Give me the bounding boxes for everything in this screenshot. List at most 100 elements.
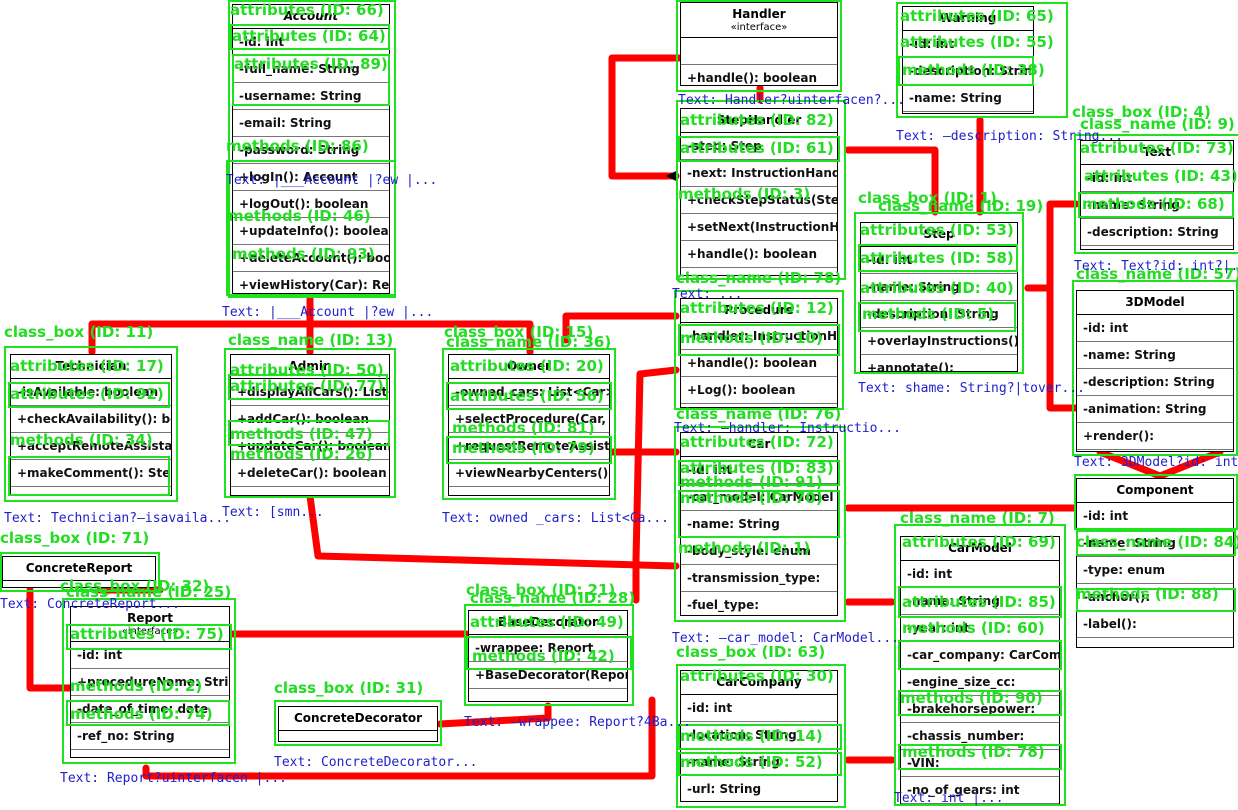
attribute-row: -year: int bbox=[901, 615, 1059, 642]
class-concretereport[interactable]: ConcreteReport bbox=[2, 556, 156, 588]
class-name: Technician bbox=[11, 355, 171, 379]
method-row: +setNext(InstructionHan bbox=[681, 214, 837, 241]
method-row: +updateInfo(): boolean bbox=[233, 218, 389, 245]
attribute-row: -name: String bbox=[901, 588, 1059, 615]
class-basedecorator[interactable]: BaseDecorator-wrappee: Report+BaseDecora… bbox=[468, 610, 628, 702]
class-members: -id: int-name: String-description: Strin… bbox=[861, 247, 1017, 371]
method-row: +annotate(): bbox=[861, 355, 1017, 371]
attribute-row: -name: String bbox=[681, 511, 837, 538]
class-name: 3DModel bbox=[1077, 291, 1233, 315]
ocr-text-label: Text: int |... bbox=[894, 791, 1004, 806]
connector-step-text bbox=[1024, 200, 1080, 292]
method-row: +deleteAccount(): boolean bbox=[233, 245, 389, 272]
attribute-row: -date_of_time: date bbox=[71, 696, 229, 723]
class-members: -id: int-description: String-name: Strin… bbox=[903, 31, 1033, 112]
class-title: Procedure bbox=[724, 303, 794, 317]
class-account[interactable]: Account -id: int-full_name: String-userna… bbox=[232, 4, 390, 294]
class-title: Handler bbox=[732, 7, 786, 21]
ocr-text-label: Text: —car_model: CarModel... bbox=[672, 631, 899, 646]
attribute-row: -owned_cars: List<Car> bbox=[449, 379, 609, 406]
class-name: Car bbox=[681, 433, 837, 457]
class-members: +displayAllCars(): List<C+addCar(): bool… bbox=[231, 379, 389, 487]
class-technician[interactable]: Technician-isAvailable: boolean+checkAva… bbox=[10, 354, 172, 496]
attribute-row: -no_of_gears: int bbox=[901, 777, 1059, 804]
connector-handler-stephandler bbox=[608, 54, 684, 180]
class-name: Component bbox=[1077, 479, 1233, 503]
attribute-row: -handler: InstructionHan bbox=[681, 323, 837, 350]
connector-account-owner bbox=[306, 320, 534, 356]
method-row: +deleteCar(): boolean bbox=[231, 460, 389, 487]
method-row: +procedureName: String bbox=[71, 669, 229, 696]
class-component[interactable]: Component -id: int-name: String-type: enu… bbox=[1076, 478, 1234, 648]
class-members: -id: int+procedureName: String-date_of_t… bbox=[71, 642, 229, 750]
class-name: Procedure bbox=[681, 299, 837, 323]
attribute-row: -id: int bbox=[681, 695, 837, 722]
attribute-row: -fuel_type: bbox=[681, 592, 837, 615]
arrowhead-stephandler bbox=[666, 171, 676, 181]
class-members: -owned_cars: List<Car>+selectProcedure(C… bbox=[449, 379, 609, 487]
class-carmodel[interactable]: CarModel -id: int-name: String-year: int -… bbox=[900, 536, 1060, 806]
attribute-row: -body_style: enum bbox=[681, 538, 837, 565]
class-name: Text bbox=[1081, 141, 1233, 165]
class-warning[interactable]: Warning-id: int-description: String-name… bbox=[902, 6, 1034, 114]
attribute-row: -name: String bbox=[1081, 192, 1233, 219]
class-name: CarModel bbox=[901, 537, 1059, 561]
attribute-row: -url: String bbox=[681, 776, 837, 801]
class-name: Step bbox=[861, 223, 1017, 247]
attribute-row: -id: int bbox=[903, 31, 1033, 58]
class-name: Admin bbox=[231, 355, 389, 379]
class-members: -isAvailable: boolean+checkAvailability(… bbox=[11, 379, 171, 487]
class-title: CarModel bbox=[948, 541, 1012, 555]
class-report[interactable]: Report«interface»-id: int+procedureName:… bbox=[70, 606, 230, 758]
class-members: -id: int-name: String-type: enum-anchor(… bbox=[1077, 503, 1233, 638]
class-concretedecorator[interactable]: ConcreteDecorator bbox=[278, 706, 438, 742]
class-car[interactable]: Car-id: int-car_model: CarModel-name: St… bbox=[680, 432, 838, 616]
class-handler[interactable]: Handler«interface»+handle(): boolean bbox=[680, 2, 838, 86]
ocr-text-label: Text: Text?id: int?|... bbox=[1074, 259, 1238, 274]
class-members: -id: int-full_name: String-username: Str… bbox=[233, 29, 389, 293]
class-name: BaseDecorator bbox=[469, 611, 627, 635]
class-admin[interactable]: Admin+displayAllCars(): List<C+addCar():… bbox=[230, 354, 390, 496]
attribute-row: -next: InstructionHandler bbox=[681, 160, 837, 187]
attribute-row: -name: String bbox=[681, 749, 837, 776]
attribute-row: -full_name: String bbox=[233, 56, 389, 83]
class-members: -id: int-car_model: CarModel-name: Strin… bbox=[681, 457, 837, 615]
class-name: ConcreteDecorator bbox=[279, 707, 437, 731]
method-row: +displayAllCars(): List<C bbox=[231, 379, 389, 406]
class-procedure[interactable]: Procedure-handler: InstructionHan+handle… bbox=[680, 298, 838, 408]
class-title: BaseDecorator bbox=[498, 615, 598, 629]
attribute-row: -chassis_number: bbox=[901, 723, 1059, 750]
attribute-row: -VIN: bbox=[901, 750, 1059, 777]
class-title: Component bbox=[1116, 483, 1194, 497]
method-row: +checkStepStatus(Step) bbox=[681, 187, 837, 214]
method-row: +viewHistory(Car): Repo bbox=[233, 272, 389, 293]
class-stereotype: «interface» bbox=[121, 626, 179, 637]
attribute-row: -type: enum bbox=[1077, 557, 1233, 584]
connector-step-3dmodel bbox=[1024, 284, 1080, 412]
attribute-row: -id: int bbox=[71, 642, 229, 669]
method-row: +handle(): boolean bbox=[681, 241, 837, 268]
class-step[interactable]: Step-id: int-name: String-description: S… bbox=[860, 222, 1018, 372]
class-3dmodel[interactable]: 3DModel-id: int-name: String-description… bbox=[1076, 290, 1234, 452]
attribute-row: -id: int bbox=[1081, 165, 1233, 192]
class-name: CarCompany bbox=[681, 671, 837, 695]
ocr-text-label: Text: —description: String... bbox=[896, 129, 1123, 144]
attribute-row: -description: String bbox=[861, 301, 1017, 328]
method-row: +selectProcedure(Car, P bbox=[449, 406, 609, 433]
connector-owner-procedure bbox=[562, 312, 680, 344]
method-row: +logIn(): Account bbox=[233, 164, 389, 191]
attribute-row: -name: String bbox=[861, 274, 1017, 301]
attribute-row: -id: int bbox=[901, 561, 1059, 588]
attribute-row: -id: int bbox=[233, 29, 389, 56]
class-owner[interactable]: Owner-owned_cars: List<Car>+selectProced… bbox=[448, 354, 610, 496]
class-title: 3DModel bbox=[1125, 295, 1185, 309]
method-row: +Log(): boolean bbox=[681, 377, 837, 404]
class-stephandler[interactable]: StepHandler-step: Step-next: Instruction… bbox=[680, 108, 838, 276]
class-carcompany[interactable]: CarCompany-id: int-location: String-name… bbox=[680, 670, 838, 802]
attribute-row: -animation: String bbox=[1077, 396, 1233, 423]
ocr-text-label: Text: |___Account |?ew |... bbox=[222, 305, 434, 320]
class-title: ConcreteDecorator bbox=[293, 711, 422, 725]
class-title: Account bbox=[283, 9, 339, 23]
class-text[interactable]: Text-id: int-name: String-description: S… bbox=[1080, 140, 1234, 250]
method-row: +addCar(): boolean bbox=[231, 406, 389, 433]
